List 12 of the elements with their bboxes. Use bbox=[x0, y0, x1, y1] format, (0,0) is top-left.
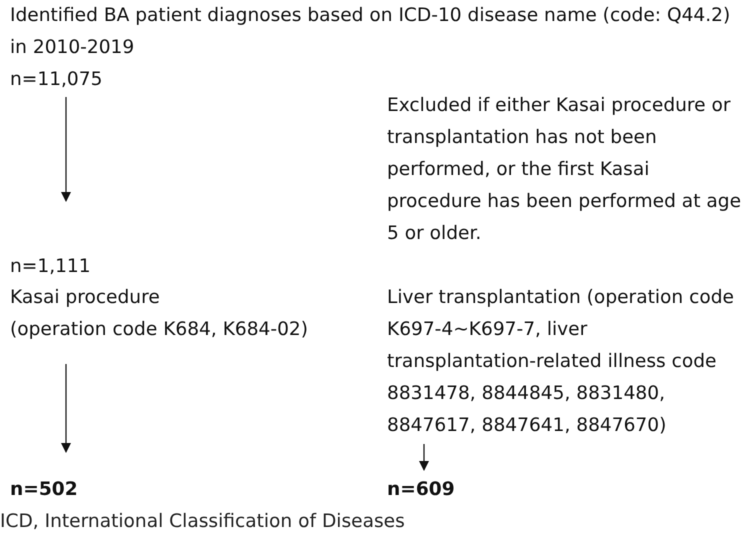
exclusion-note: Excluded if either Kasai procedure or transplantation has not been performed, or the first Kasai procedure has been performed at age 5 or older. bbox=[387, 94, 742, 246]
step-text: Kasai procedure bbox=[10, 286, 160, 310]
arrow bbox=[61, 364, 71, 453]
count-text: n=11,075 bbox=[10, 68, 102, 92]
step-detail-text: (operation code K684, K684-02) bbox=[10, 318, 308, 342]
step-text: Liver transplantation (operation code K697-4~K697-7, liver transplantation-related illness code 8831478, 8844845, 8831480, 8847617, 8847641, 8847670) bbox=[387, 282, 739, 442]
arrow bbox=[61, 97, 71, 202]
figure-caption: ICD, International Classification of Diseases bbox=[0, 510, 405, 534]
count-text: n=609 bbox=[387, 474, 455, 506]
count-text: n=502 bbox=[10, 474, 78, 506]
count-text: n=1,111 bbox=[10, 251, 91, 283]
arrow bbox=[419, 444, 429, 471]
